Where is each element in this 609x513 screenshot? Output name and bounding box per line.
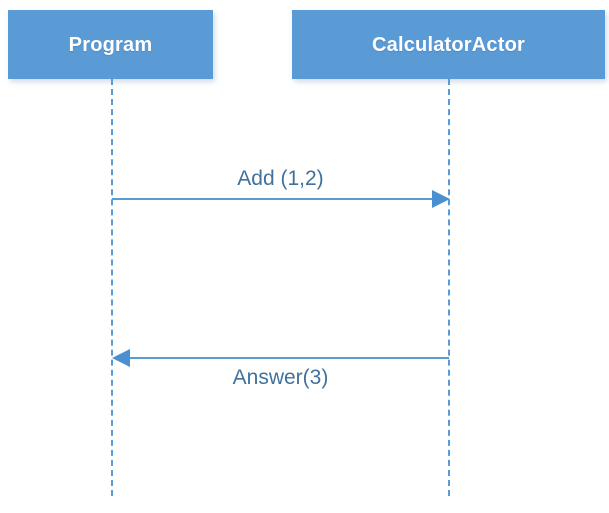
arrowhead-left-icon	[112, 349, 130, 367]
participant-box-program[interactable]: Program	[8, 10, 213, 79]
message-arrow-answer[interactable]	[112, 349, 449, 367]
lifeline-calculatoractor	[448, 79, 450, 496]
message-arrow-add[interactable]	[112, 190, 450, 208]
message-label-answer: Answer(3)	[232, 366, 329, 389]
participant-label-calculatoractor: CalculatorActor	[371, 33, 526, 56]
participant-label-program: Program	[68, 33, 153, 56]
participant-box-calculatoractor[interactable]: CalculatorActor	[292, 10, 605, 79]
message-label-add: Add (1,2)	[237, 167, 324, 190]
lifeline-program	[111, 79, 113, 496]
